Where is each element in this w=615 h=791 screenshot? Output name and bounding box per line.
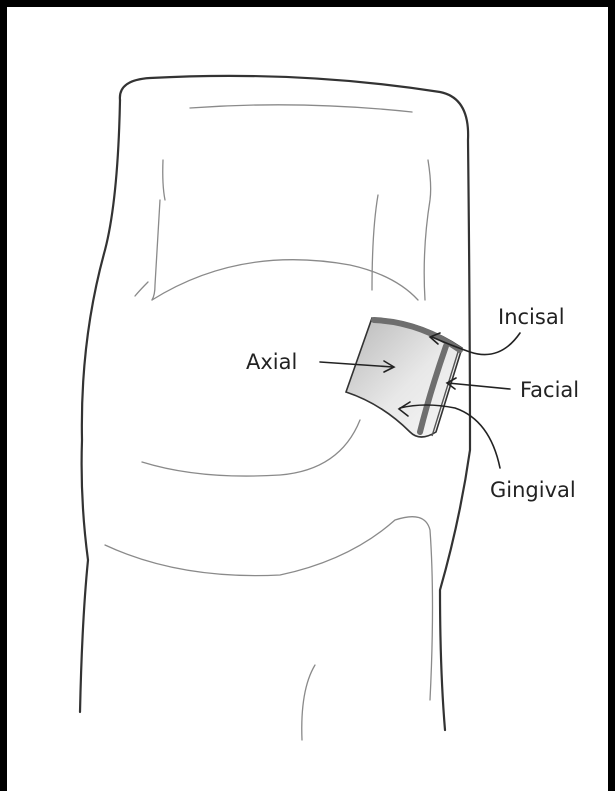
facial-arrow [448,383,510,389]
axial-wall [346,318,462,437]
label-axial: Axial [246,350,297,374]
label-gingival: Gingival [490,478,576,502]
label-facial: Facial [520,378,579,402]
label-incisal: Incisal [498,305,565,329]
cavity-preparation [346,318,462,437]
tooth-contours [105,105,433,740]
